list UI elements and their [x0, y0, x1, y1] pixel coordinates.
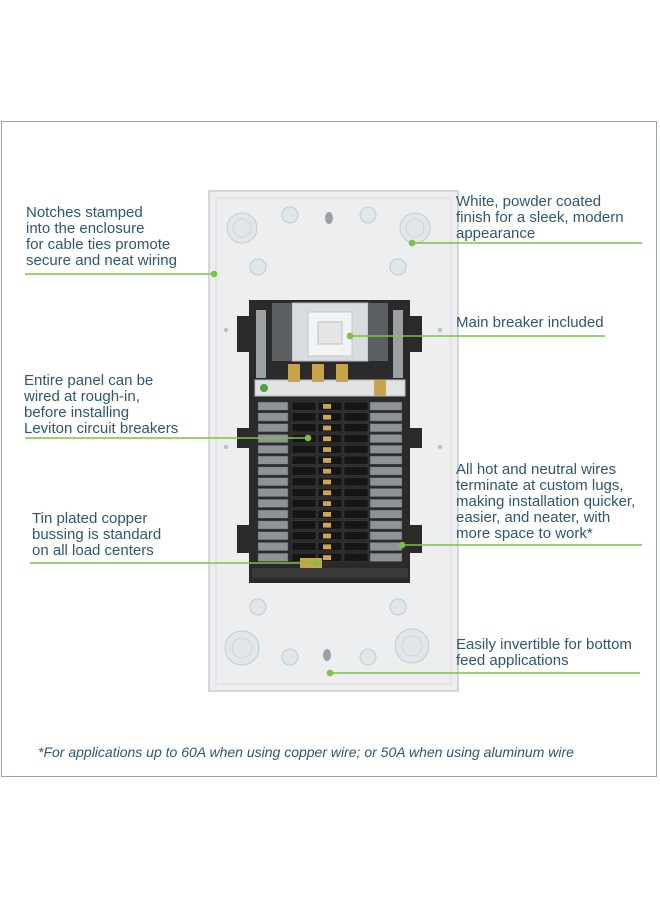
bus-lug	[323, 544, 331, 550]
breaker-slot	[369, 509, 403, 519]
breaker-slot	[343, 488, 369, 497]
breaker-slot	[291, 466, 317, 476]
breaker-slot	[291, 509, 317, 519]
breaker-slot	[369, 455, 403, 465]
breaker-slot	[291, 444, 317, 454]
breaker-slot	[257, 531, 289, 541]
breaker-slot	[369, 531, 403, 541]
bus-lug	[323, 522, 331, 528]
breaker-slot	[343, 401, 369, 411]
breaker-slot	[369, 434, 403, 443]
breaker-slot	[291, 520, 317, 530]
breaker-slot	[257, 542, 289, 551]
breaker-slot	[343, 444, 369, 454]
breaker-slot	[343, 412, 369, 422]
breaker-slot	[291, 455, 317, 465]
breaker-slot	[257, 466, 289, 476]
breaker-slot	[291, 412, 317, 422]
breaker-slot	[343, 455, 369, 465]
breaker-slot	[369, 466, 403, 476]
footnote: *For applications up to 60A when using c…	[38, 744, 574, 760]
callout-lugs: All hot and neutral wires terminate at c…	[456, 461, 636, 542]
callout-rough-in: Entire panel can be wired at rough-in, b…	[24, 372, 179, 437]
breaker-slot	[257, 401, 289, 411]
breaker-slot	[257, 444, 289, 454]
bus-lug	[323, 425, 331, 431]
bus-lug	[323, 512, 331, 517]
leader-lines	[25, 239, 642, 677]
breaker-slot	[369, 444, 403, 454]
breaker-slots	[257, 401, 403, 562]
breaker-slot	[369, 412, 403, 422]
breaker-slot	[257, 520, 289, 530]
breaker-slot	[343, 531, 369, 541]
callout-invertible: Easily invertible for bottom feed applic…	[456, 636, 632, 669]
breaker-slot	[257, 412, 289, 422]
bus-lug	[323, 490, 331, 496]
callout-bussing: Tin plated copper bussing is standard on…	[32, 510, 162, 559]
breaker-slot	[369, 542, 403, 551]
bus-lug	[323, 533, 331, 539]
bus-lug	[323, 468, 331, 474]
breaker-slot	[343, 466, 369, 476]
breaker-slot	[291, 498, 317, 508]
bus-lug	[323, 404, 331, 409]
breaker-slot	[343, 542, 369, 551]
breaker-slot	[291, 423, 317, 433]
bus-lug	[323, 458, 331, 463]
breaker-slot	[257, 498, 289, 508]
callout-notches: Notches stamped into the enclosure for c…	[26, 204, 177, 269]
breaker-slot	[291, 488, 317, 497]
bus-lug	[323, 436, 331, 442]
breaker-slot	[257, 552, 289, 562]
breaker-slot	[257, 423, 289, 433]
breaker-slot	[291, 542, 317, 551]
breaker-slot	[369, 423, 403, 433]
breaker-slot	[343, 477, 369, 487]
callout-finish: White, powder coated finish for a sleek,…	[456, 193, 624, 242]
bus-lug	[323, 447, 331, 452]
callout-main-breaker: Main breaker included	[456, 314, 604, 331]
bus-lug	[323, 555, 331, 560]
bus-lug	[323, 479, 331, 485]
breaker-slot	[369, 401, 403, 411]
breaker-slot	[291, 401, 317, 411]
breaker-slot	[257, 477, 289, 487]
breaker-slot	[369, 477, 403, 487]
breaker-slot	[291, 477, 317, 487]
breaker-slot	[343, 498, 369, 508]
breaker-slot	[369, 520, 403, 530]
breaker-slot	[343, 520, 369, 530]
breaker-slot	[343, 552, 369, 562]
bus-lug	[323, 501, 331, 506]
breaker-slot	[343, 509, 369, 519]
breaker-slot	[343, 423, 369, 433]
breaker-slot	[257, 509, 289, 519]
breaker-slot	[369, 488, 403, 497]
breaker-slot	[257, 488, 289, 497]
breaker-slot	[343, 434, 369, 443]
breaker-slot	[369, 498, 403, 508]
bus-lug	[323, 414, 331, 420]
breaker-slot	[257, 455, 289, 465]
breaker-slot	[369, 552, 403, 562]
breaker-interior	[237, 300, 422, 583]
breaker-slot	[291, 531, 317, 541]
